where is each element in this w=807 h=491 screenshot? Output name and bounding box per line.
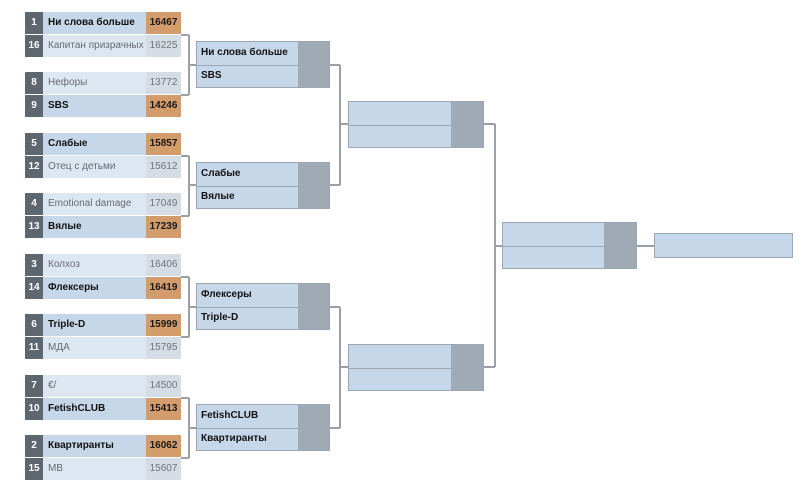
seed-number: 1 [25, 12, 43, 34]
team-name: Колхоз [43, 254, 146, 276]
team-score: 15607 [146, 458, 181, 480]
seed-number: 16 [25, 35, 43, 57]
seed-number: 7 [25, 375, 43, 397]
seed-number: 6 [25, 314, 43, 336]
seed-number: 8 [25, 72, 43, 94]
team-score: 15857 [146, 133, 181, 155]
score-cap [298, 405, 329, 450]
team-name: Квартиранты [201, 433, 267, 444]
team-name: Triple-D [201, 312, 239, 323]
match-r2-4[interactable]: FetishCLUB Квартиранты [196, 404, 330, 451]
match-r3-1[interactable] [348, 101, 484, 148]
team-score: 15795 [146, 337, 181, 359]
match-r2-1[interactable]: Ни слова больше SBS [196, 41, 330, 88]
team-name: МДА [43, 337, 146, 359]
seed-number: 2 [25, 435, 43, 457]
seed-number: 12 [25, 156, 43, 178]
seed-number: 5 [25, 133, 43, 155]
divider [197, 65, 300, 66]
seed-number: 3 [25, 254, 43, 276]
team-name: SBS [201, 70, 222, 81]
match-r3-2[interactable] [348, 344, 484, 391]
team-score: 17049 [146, 193, 181, 215]
team-name: FetishCLUB [201, 410, 259, 421]
team-score: 14246 [146, 95, 181, 117]
divider [349, 368, 453, 369]
champion-box[interactable] [654, 233, 793, 258]
team-name: Флексеры [43, 277, 146, 299]
score-cap [604, 223, 636, 268]
team-score: 16419 [146, 277, 181, 299]
team-name: Вялые [43, 216, 146, 238]
team-name: Вялые [201, 191, 235, 202]
team-score: 15612 [146, 156, 181, 178]
team-name: Квартиранты [43, 435, 146, 457]
team-name: Слабые [43, 133, 146, 155]
team-name: €/ [43, 375, 146, 397]
score-cap [451, 345, 483, 390]
divider [197, 428, 300, 429]
divider [197, 307, 300, 308]
team-name: Флексеры [201, 289, 252, 300]
seed-number: 9 [25, 95, 43, 117]
team-name: Triple-D [43, 314, 146, 336]
team-name: MB [43, 458, 146, 480]
team-name: Ни слова больше [43, 12, 146, 34]
match-r2-2[interactable]: Слабые Вялые [196, 162, 330, 209]
match-r2-3[interactable]: Флексеры Triple-D [196, 283, 330, 330]
seed-number: 13 [25, 216, 43, 238]
team-score: 16467 [146, 12, 181, 34]
team-score: 15413 [146, 398, 181, 420]
team-score: 16225 [146, 35, 181, 57]
score-cap [298, 284, 329, 329]
team-score: 15999 [146, 314, 181, 336]
team-name: SBS [43, 95, 146, 117]
seed-number: 4 [25, 193, 43, 215]
team-score: 16406 [146, 254, 181, 276]
seed-number: 15 [25, 458, 43, 480]
divider [503, 246, 606, 247]
score-cap [298, 42, 329, 87]
score-cap [298, 163, 329, 208]
seed-number: 11 [25, 337, 43, 359]
team-name: Emotional damage [43, 193, 146, 215]
team-name: Слабые [201, 168, 241, 179]
divider [197, 186, 300, 187]
seed-number: 14 [25, 277, 43, 299]
team-score: 16062 [146, 435, 181, 457]
team-score: 17239 [146, 216, 181, 238]
team-score: 14500 [146, 375, 181, 397]
match-final[interactable] [502, 222, 637, 269]
team-name: Капитан призрачных [43, 35, 146, 57]
seed-number: 10 [25, 398, 43, 420]
team-score: 13772 [146, 72, 181, 94]
team-name: Ни слова больше [201, 47, 288, 58]
team-name: FetishCLUB [43, 398, 146, 420]
team-name: Нефоры [43, 72, 146, 94]
score-cap [451, 102, 483, 147]
divider [349, 125, 453, 126]
team-name: Отец с детьми [43, 156, 146, 178]
